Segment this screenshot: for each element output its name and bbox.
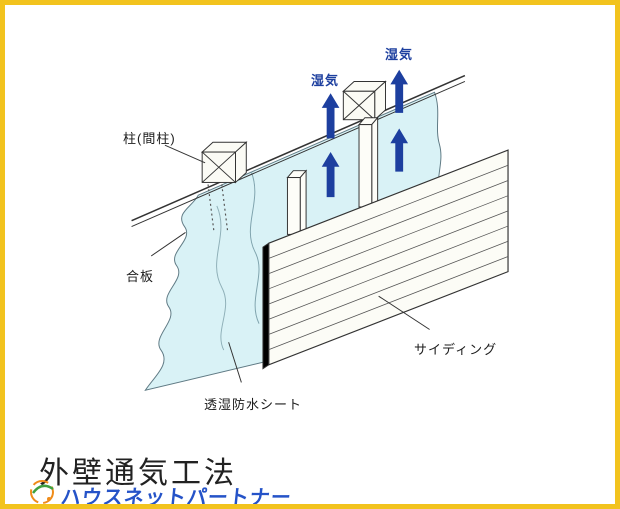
sheet-label: 透湿防水シート: [204, 397, 303, 412]
furring-stud-right: [357, 116, 379, 209]
siding-label: サイディング: [414, 342, 498, 357]
sheet-wrinkle-line-2: [216, 205, 227, 351]
brand-name: ハウスネットパートナー: [59, 487, 293, 509]
page-title: 外壁通気工法: [39, 457, 237, 490]
pillar-box-right: [342, 80, 387, 121]
pillar-label: 柱(間柱): [123, 131, 176, 146]
wall-ventilation-diagram: [131, 69, 509, 392]
leader-lines: [150, 144, 430, 383]
moisture-arrows: [321, 69, 409, 198]
plywood-label: 合板: [126, 269, 155, 284]
brand-logo-icon: [30, 480, 54, 504]
furring-stud-left: [286, 169, 308, 236]
top-rail-lines: [131, 74, 466, 228]
hidden-edge-dots: [207, 184, 229, 232]
siding-leader-line: [378, 295, 430, 330]
pillar-leader-line: [164, 144, 206, 164]
moisture-label-right: 湿気: [385, 47, 414, 62]
sheet-leader-line: [228, 342, 242, 383]
sheet-wrinkle-line-1: [249, 171, 260, 324]
pillar-box-left: [200, 141, 248, 184]
plywood-leader-line: [150, 232, 186, 257]
moisture-label-left: 湿気: [311, 73, 340, 88]
